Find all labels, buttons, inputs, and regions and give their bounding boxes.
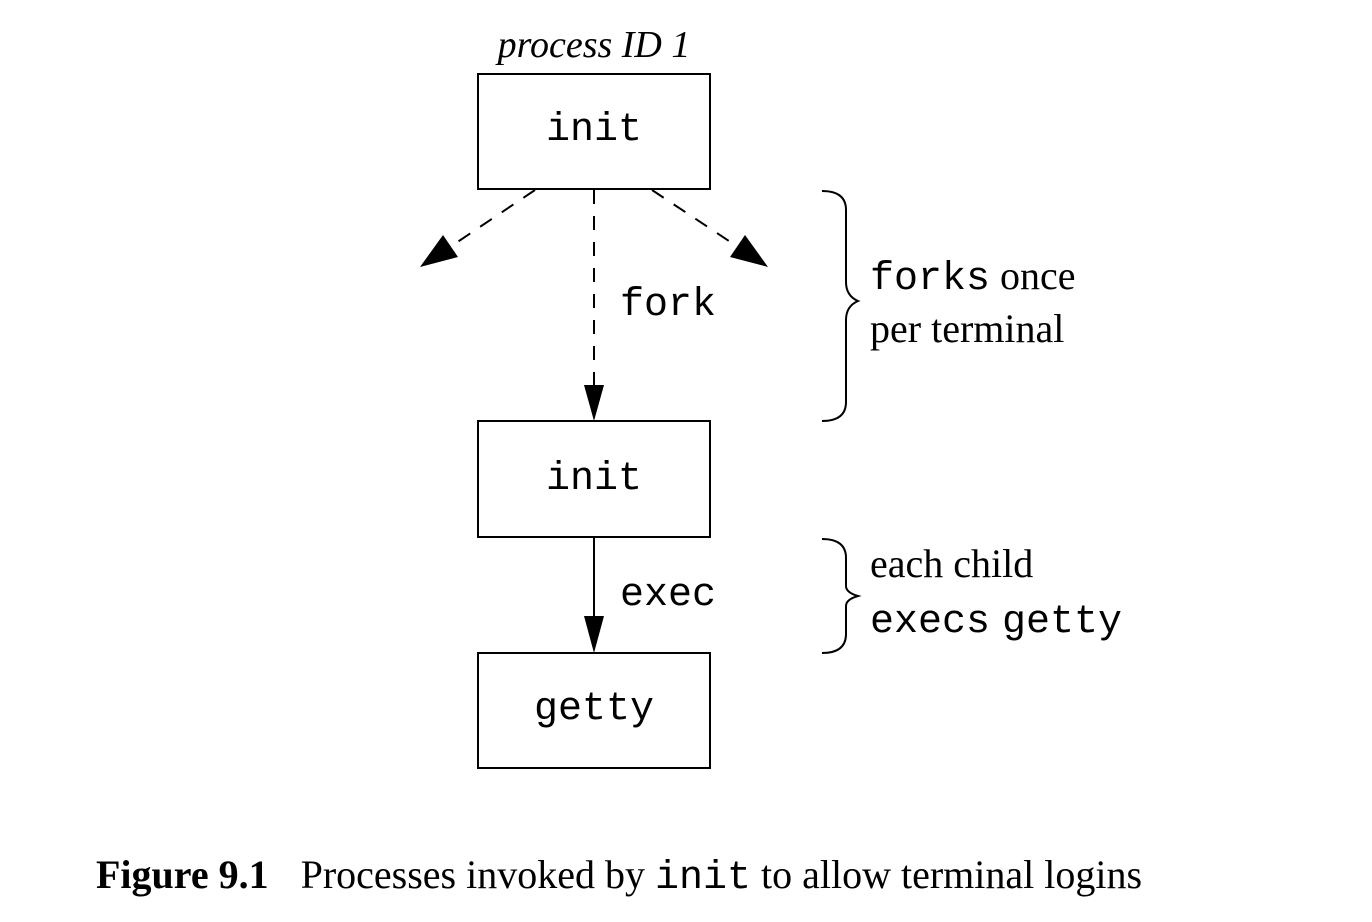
caption-code: init xyxy=(655,856,751,901)
getty-box xyxy=(477,652,711,769)
getty-code: getty xyxy=(1002,600,1122,645)
figure-caption: Figure 9.1 Processes invoked by init to a… xyxy=(96,852,1142,901)
process-id-label: process ID 1 xyxy=(495,24,691,66)
figure-number: Figure 9.1 xyxy=(96,852,269,897)
fork-center-arrow xyxy=(584,190,604,421)
getty-label: getty xyxy=(534,687,654,732)
exec-arrow xyxy=(584,537,604,653)
init-parent-box xyxy=(477,73,711,190)
fork-right-arrowhead xyxy=(730,235,768,267)
init-child-label: init xyxy=(546,457,642,502)
forks-once-text: once xyxy=(990,253,1076,298)
fork-center-arrowhead xyxy=(584,385,604,421)
execs-code: execs xyxy=(870,600,990,645)
getty-node: getty xyxy=(477,652,711,769)
init-child-box xyxy=(477,420,711,538)
fork-left-line xyxy=(449,189,536,248)
exec-arrowhead xyxy=(584,616,604,653)
init-parent-node: init xyxy=(477,73,711,190)
forks-brace xyxy=(821,190,861,422)
fork-left-arrow xyxy=(420,189,536,267)
forks-annotation-line2: per terminal xyxy=(870,306,1064,351)
fork-right-line xyxy=(651,189,739,248)
fork-label: fork xyxy=(620,283,716,328)
forks-annotation-line1: forks once xyxy=(870,253,1076,302)
caption-text-before: Processes invoked by xyxy=(301,852,655,897)
exec-annotation-line1: each child xyxy=(870,541,1033,586)
caption-text-after: to allow terminal logins xyxy=(751,852,1142,897)
init-child-node: init xyxy=(477,420,711,538)
exec-annotation-line2: execs getty xyxy=(870,600,1122,645)
fork-left-arrowhead xyxy=(420,235,458,267)
exec-label: exec xyxy=(620,573,716,618)
init-parent-label: init xyxy=(546,108,642,153)
fork-right-arrow xyxy=(651,189,768,267)
forks-code: forks xyxy=(870,257,990,302)
exec-brace xyxy=(821,538,862,654)
